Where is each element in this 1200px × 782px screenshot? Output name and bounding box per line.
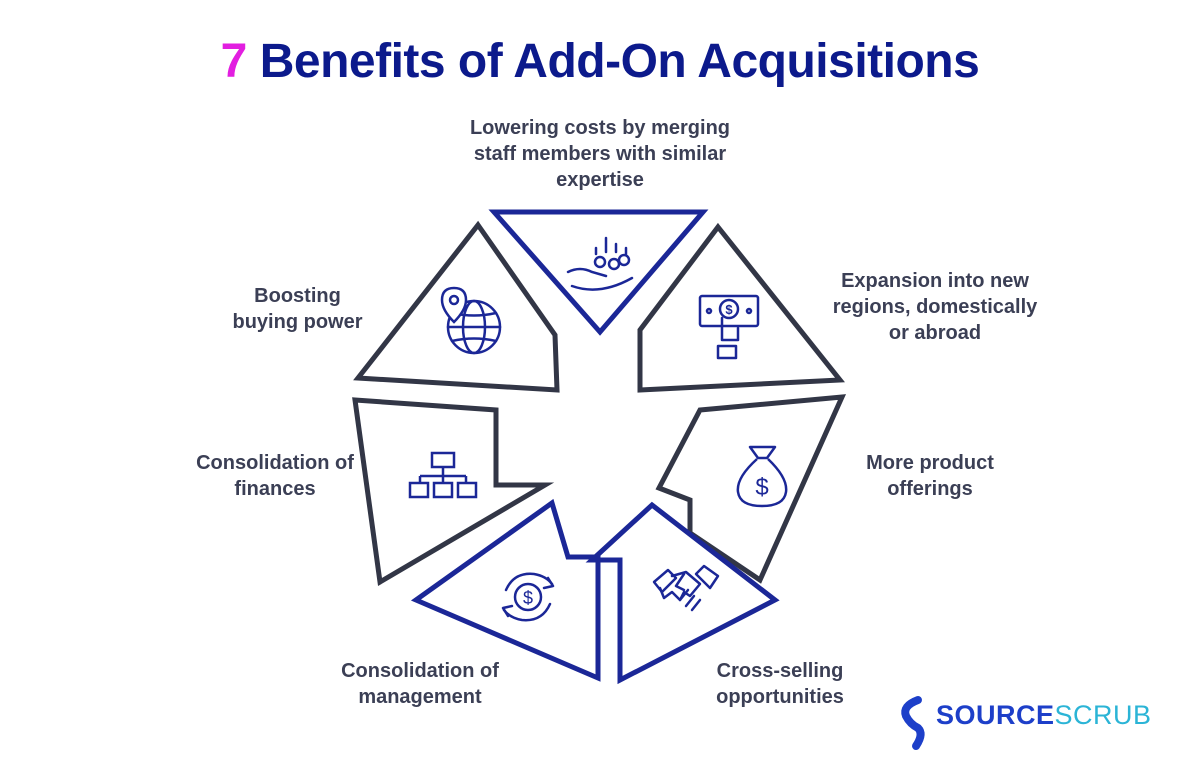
segment-lower-left [410, 498, 601, 682]
segment-top [488, 209, 709, 336]
label-more-products: More product offerings [866, 452, 994, 500]
globe-location-icon [440, 286, 502, 355]
segment-left [352, 397, 555, 587]
title-number: 7 [220, 35, 248, 88]
org-chart-icon [408, 451, 478, 499]
svg-text:$: $ [523, 588, 533, 608]
label-consolidation-management: Consolidation of management [341, 660, 499, 708]
label-lowering-costs: Lowering costs by merging staff members … [469, 117, 731, 191]
svg-text:$: $ [755, 474, 768, 501]
segment-lower-right [585, 501, 780, 685]
segment-upper-right [637, 222, 845, 393]
segment-right [655, 394, 847, 584]
page-title: 7 Benefits of Add-On Acquisitions [0, 34, 1200, 89]
title-text: Benefits of Add-On Acquisitions [259, 35, 980, 88]
hand-coins-icon [566, 236, 634, 291]
svg-text:$: $ [725, 302, 733, 317]
sourcescrub-logo-icon [901, 696, 925, 750]
label-cross-selling: Cross-selling opportunities [716, 660, 844, 708]
hand-banknote-icon: $ [698, 294, 760, 360]
sourcescrub-logo: SOURCESCRUB [898, 696, 1151, 738]
logo-text-scrub: SCRUB [1054, 700, 1152, 730]
logo-text-source: SOURCE [936, 700, 1055, 730]
handshake-icon [652, 564, 720, 612]
label-buying-power: Boosting buying power [232, 285, 363, 333]
dollar-cycle-icon: $ [501, 572, 555, 622]
label-expansion: Expansion into new regions, domestically… [832, 270, 1038, 344]
logo-text: SOURCESCRUB [936, 700, 1152, 731]
money-bag-icon: $ [736, 445, 788, 508]
segment-upper-left [353, 220, 560, 393]
label-consolidation-finances: Consolidation of finances [196, 452, 354, 500]
